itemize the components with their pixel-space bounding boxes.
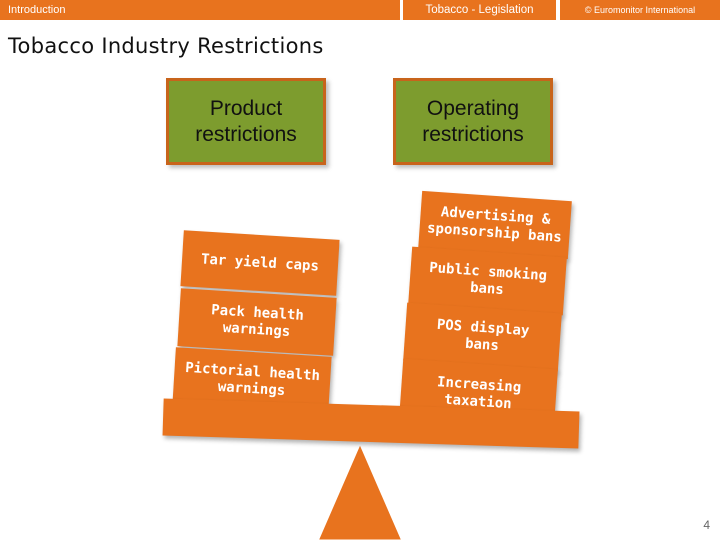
- header-topic-label: Tobacco - Legislation: [403, 0, 556, 20]
- product-item-label: Pictorial health warnings: [184, 360, 321, 400]
- header-copyright: © Euromonitor International: [560, 0, 720, 20]
- operating-restrictions-label: Operating restrictions: [422, 97, 524, 146]
- product-item-pack-health-warnings: Pack health warnings: [177, 288, 337, 356]
- operating-item-label: Advertising & sponsorship bans: [426, 204, 563, 246]
- header-section-label: Introduction: [0, 0, 400, 20]
- operating-item-label: POS display bans: [436, 317, 530, 355]
- product-restrictions-label: Product restrictions: [195, 97, 297, 146]
- product-restrictions-box: Product restrictions: [166, 78, 326, 165]
- product-item-label: Pack health warnings: [210, 302, 305, 341]
- page-title: Tobacco Industry Restrictions: [8, 34, 324, 58]
- header-bar: Introduction Tobacco - Legislation © Eur…: [0, 0, 720, 22]
- page-number: 4: [703, 518, 710, 532]
- fulcrum-triangle: [319, 445, 401, 540]
- operating-item-label: Public smoking bans: [428, 260, 548, 299]
- product-item-tar-yield-caps: Tar yield caps: [180, 230, 340, 296]
- product-item-label: Tar yield caps: [200, 251, 320, 275]
- operating-restrictions-box: Operating restrictions: [393, 78, 553, 165]
